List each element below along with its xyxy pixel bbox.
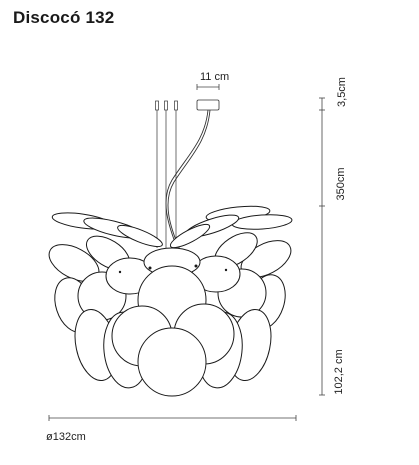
power-cable <box>165 109 211 251</box>
suspension-cables <box>155 100 178 248</box>
product-title: Discocó 132 <box>13 8 115 27</box>
diameter-dimension-line <box>48 415 297 421</box>
diameter-label: ø132cm <box>46 431 86 443</box>
canopy <box>196 99 220 111</box>
canopy-width-label: 11 cm <box>200 71 230 83</box>
canopy-width-dimension <box>196 84 220 90</box>
hub-details <box>118 264 228 274</box>
lamp-body <box>48 205 293 397</box>
height-dimension-line <box>319 97 325 396</box>
